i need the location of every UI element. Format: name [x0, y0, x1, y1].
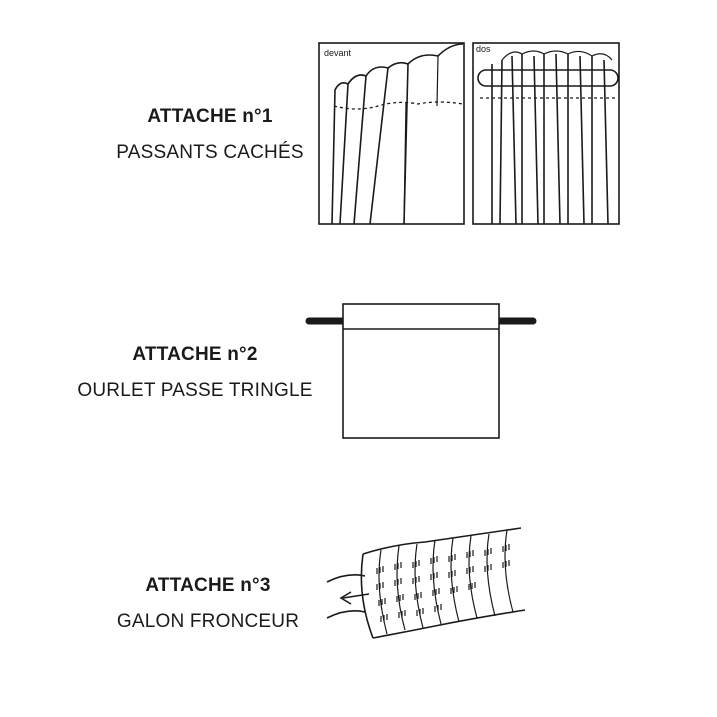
attache-3-label: ATTACHE n°3 GALON FRONCEUR [78, 575, 338, 633]
attache-2-title: ATTACHE n°2 [132, 344, 258, 365]
attache-1-label: ATTACHE n°1 PASSANTS CACHÉS [80, 106, 340, 164]
attache-3-subtitle: GALON FRONCEUR [116, 611, 300, 632]
back-view-label: dos [476, 44, 491, 54]
rod-pocket-illustration [305, 303, 537, 439]
attache-2-label: ATTACHE n°2 OURLET PASSE TRINGLE [60, 344, 330, 402]
curtain-panel [342, 303, 500, 439]
hidden-tabs-front-illustration: devant [318, 42, 465, 225]
attache-2-subtitle: OURLET PASSE TRINGLE [77, 380, 313, 401]
attache-1-title: ATTACHE n°1 [147, 106, 273, 127]
hidden-tabs-back-illustration: dos [472, 42, 620, 225]
front-view-label: devant [324, 48, 352, 58]
attache-1-subtitle: PASSANTS CACHÉS [116, 142, 304, 163]
attache-3-title: ATTACHE n°3 [145, 575, 271, 596]
gathering-tape-illustration [326, 527, 526, 639]
